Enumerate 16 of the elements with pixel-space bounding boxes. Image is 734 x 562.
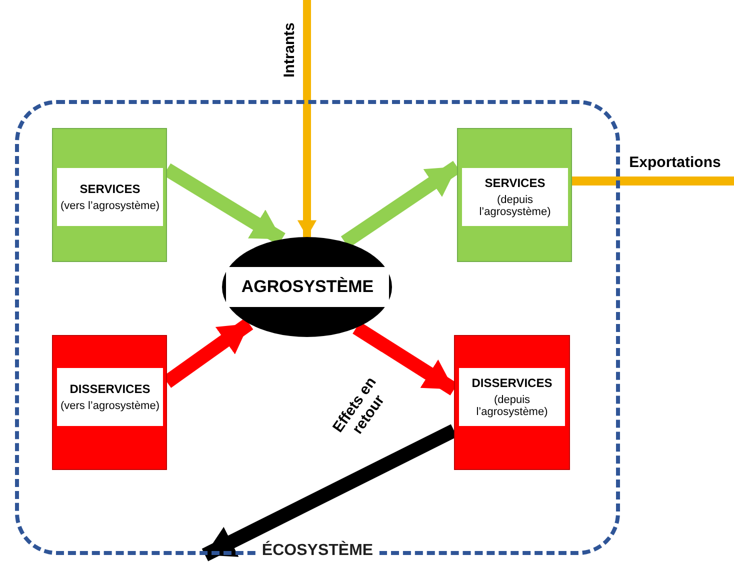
subtitle: (depuis l’agrosystème) (475, 394, 549, 418)
subtitle: (vers l’agrosystème) (60, 200, 160, 212)
category-box (52, 335, 167, 470)
category-box (52, 128, 167, 262)
edge-label: Intrants (282, 22, 298, 78)
heading: DISSERVICES (70, 382, 150, 396)
heading: AGROSYSTÈME (241, 277, 374, 297)
arrow (298, 0, 316, 237)
subtitle: (vers l’agrosystème) (60, 400, 160, 412)
edge-label: Exportations (629, 154, 721, 172)
category-box (457, 128, 572, 262)
heading: SERVICES (80, 182, 140, 196)
heading: SERVICES (484, 176, 546, 190)
category-box (454, 335, 570, 470)
subtitle: (depuis l’agrosystème) (478, 194, 552, 218)
heading: DISSERVICES (472, 376, 552, 390)
